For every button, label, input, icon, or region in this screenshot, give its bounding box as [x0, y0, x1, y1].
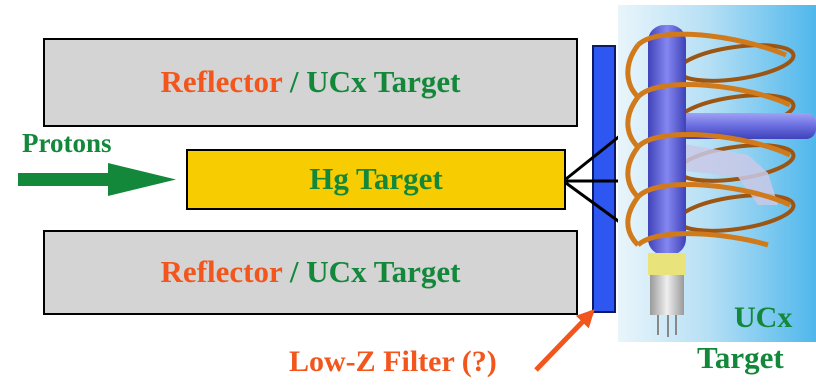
reflector-top-label: Reflector / UCx Target [45, 64, 576, 100]
hg-target-label: Hg Target [309, 161, 443, 196]
protons-label: Protons [22, 128, 112, 158]
reflector-bottom-box: Reflector / UCx Target [43, 230, 578, 315]
reflector-top-box: Reflector / UCx Target [43, 38, 578, 127]
separator: / [282, 254, 307, 289]
separator: / [282, 64, 307, 99]
filter-pointer-arrow [534, 309, 595, 372]
ucx-target-word: UCx Target [306, 254, 461, 289]
reflector-bottom-label: Reflector / UCx Target [45, 254, 576, 290]
low-z-filter-label: Low-Z Filter (?) [289, 345, 497, 378]
ucx-target-label-line1: UCx [734, 301, 793, 334]
reflector-word: Reflector [160, 254, 283, 289]
ucx-target-word: UCx Target [306, 64, 461, 99]
proton-beam-arrow [18, 163, 176, 196]
ucx-target-label-line2: Target [697, 340, 784, 375]
low-z-filter [592, 45, 616, 313]
hg-target-box: Hg Target [186, 149, 566, 210]
reflector-word: Reflector [160, 64, 283, 99]
target-coil-illustration [618, 5, 816, 342]
